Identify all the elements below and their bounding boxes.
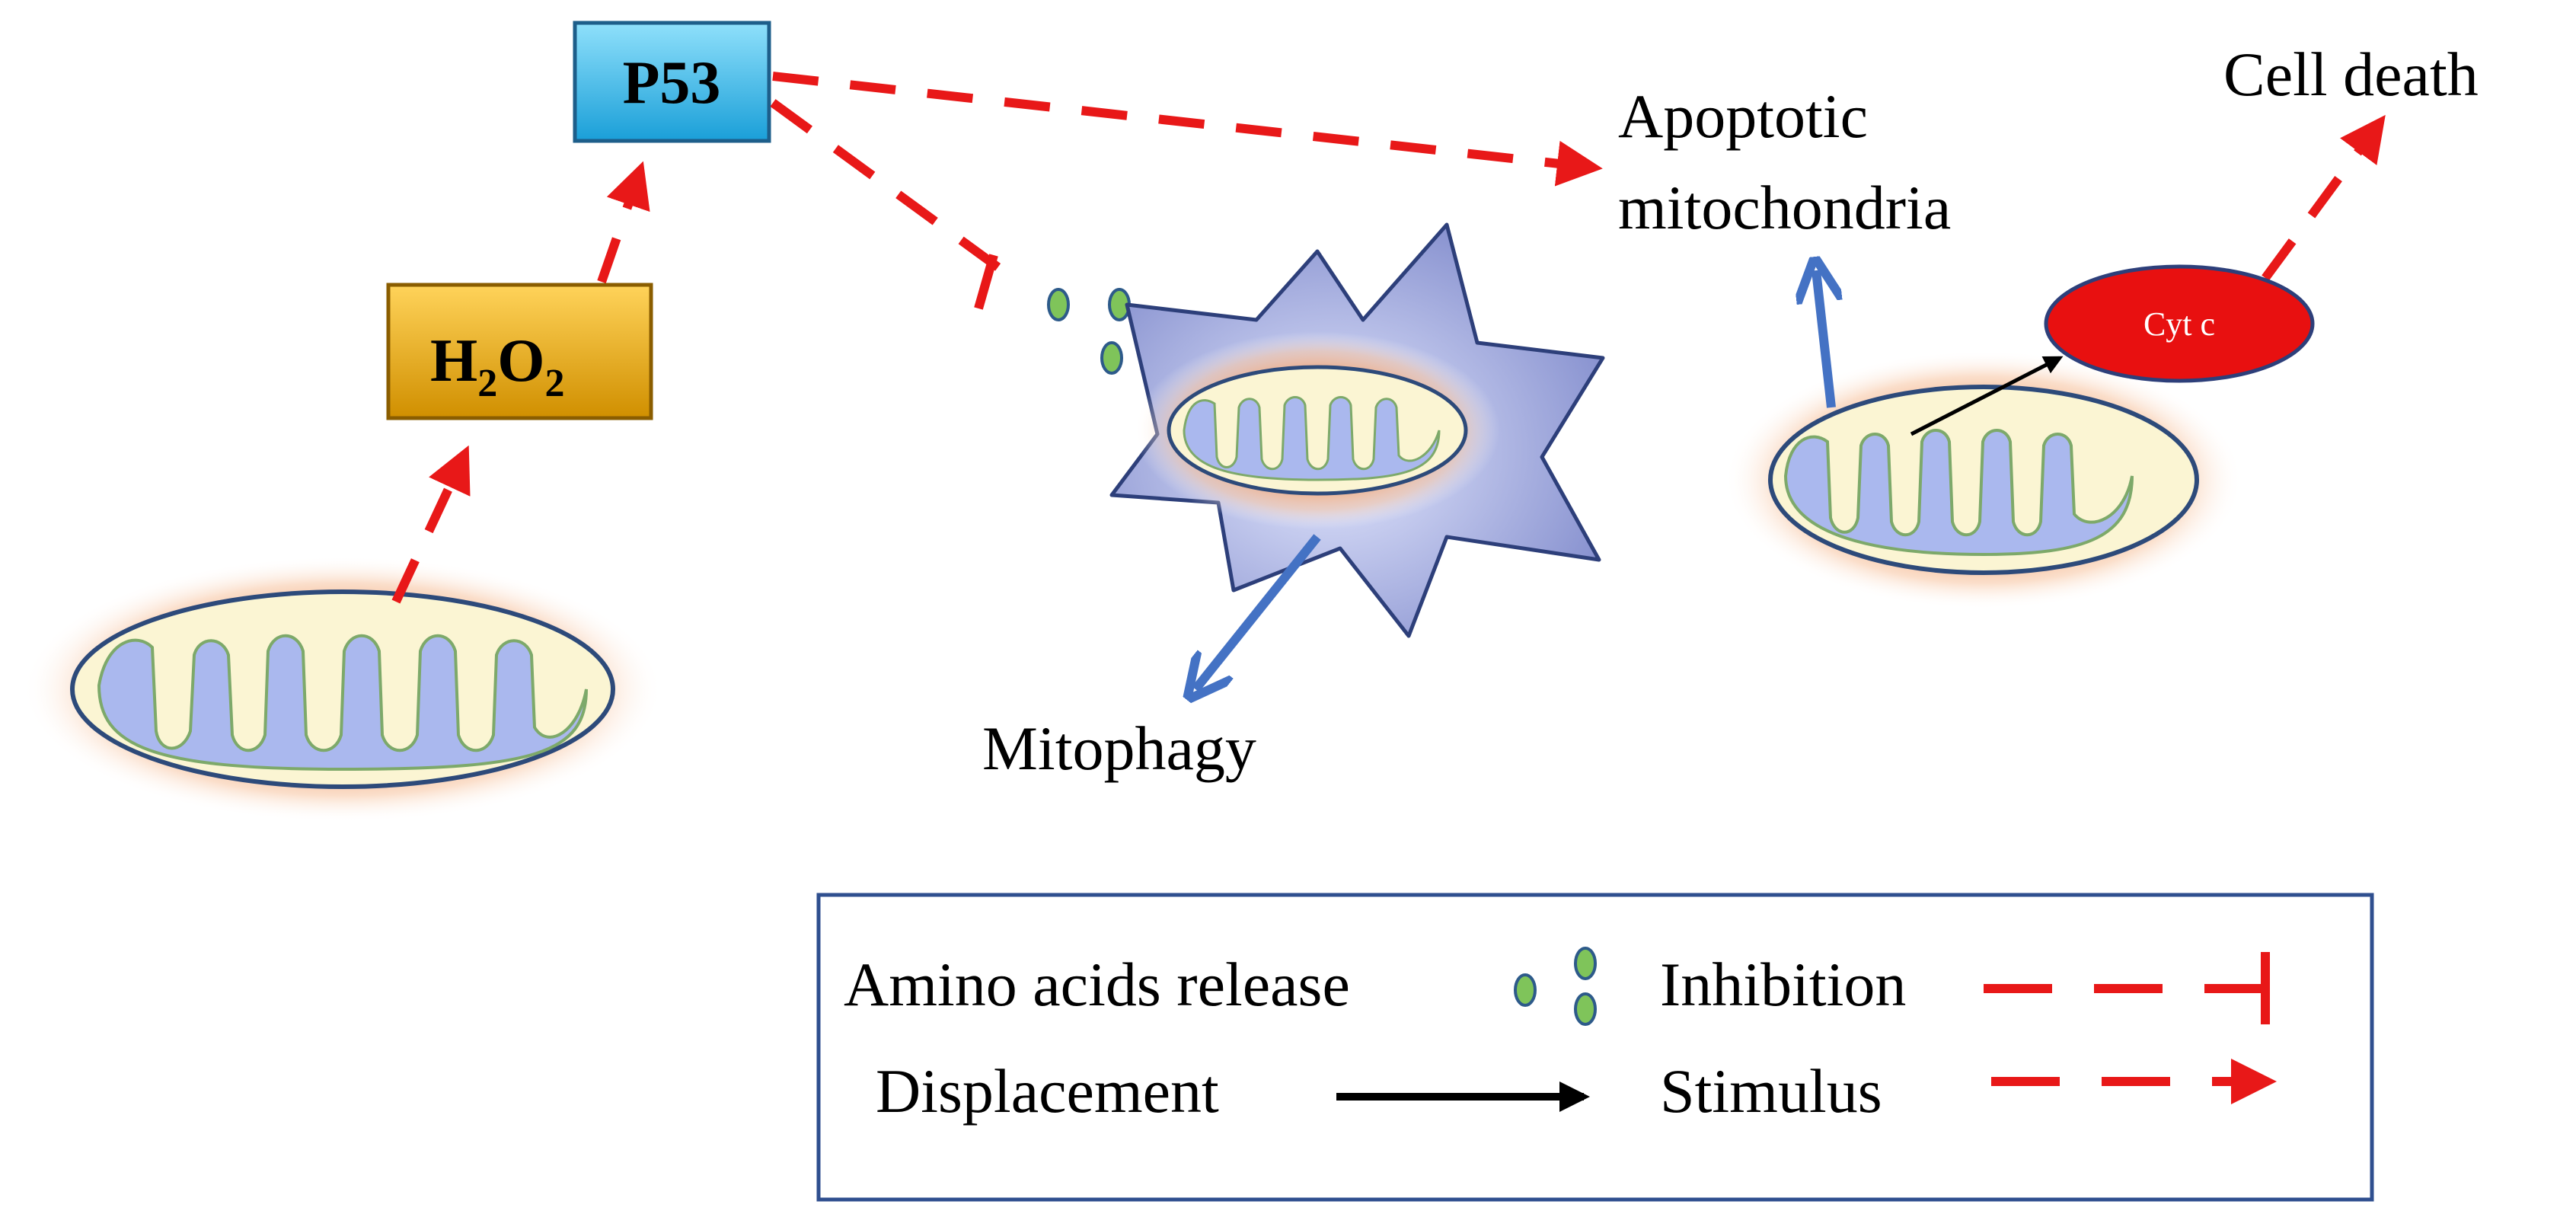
h2o2-box: H2O2 (386, 283, 653, 420)
cristae-middle (1183, 396, 1441, 481)
legend-amino-acid-dots (1514, 947, 1597, 1026)
autophagosome (1109, 222, 1605, 638)
cyt-c-node: Cyt c (2044, 264, 2315, 383)
cyt-c-label: Cyt c (2143, 305, 2215, 343)
h2o2-h: H (430, 327, 477, 395)
legend: Amino acids release Inhibition Displacem… (816, 893, 2374, 1202)
displacement-arrow-to-cytc (1910, 356, 2064, 436)
h2o2-o: O (497, 327, 544, 395)
cristae-left (97, 634, 588, 772)
stimulus-arrow-mito-to-h2o2 (391, 445, 471, 604)
legend-inhibition-symbol (1984, 952, 2270, 1024)
cristae-right (1783, 429, 2134, 557)
mitophagy-label: Mitophagy (982, 714, 1256, 783)
h2o2-sub1: 2 (477, 362, 497, 405)
mitochondrion-right (1725, 350, 2242, 609)
stimulus-arrow-cytc-to-cell-death (2262, 114, 2386, 281)
stimulus-arrow-p53-to-apoptotic (772, 72, 1603, 187)
inhibition-arrow-p53-to-mitophagy (770, 99, 1016, 310)
apoptotic-arrow (1816, 270, 1831, 408)
h2o2-sub2: 2 (544, 362, 564, 405)
apoptotic-label-line2: mitochondria (1618, 173, 1951, 242)
legend-stimulus-label: Stimulus (1660, 1056, 1882, 1126)
mitochondrion-left (23, 556, 662, 823)
legend-amino-acids-label: Amino acids release (844, 950, 1350, 1019)
mitophagy-arrow (1195, 534, 1321, 689)
svg-text:H2O2: H2O2 (430, 327, 564, 405)
legend-inhibition-label: Inhibition (1660, 950, 1906, 1019)
stimulus-arrow-h2o2-to-p53 (597, 161, 650, 283)
legend-displacement-label: Displacement (876, 1056, 1219, 1126)
apoptotic-label-line1: Apoptotic (1618, 81, 1868, 151)
svg-text:Apoptotic: Apoptotic (1618, 81, 1868, 151)
p53-box: P53 (573, 21, 771, 143)
cell-death-label: Cell death (2223, 40, 2479, 109)
p53-label: P53 (623, 50, 721, 117)
svg-text:mitochondria: mitochondria (1618, 173, 1951, 242)
